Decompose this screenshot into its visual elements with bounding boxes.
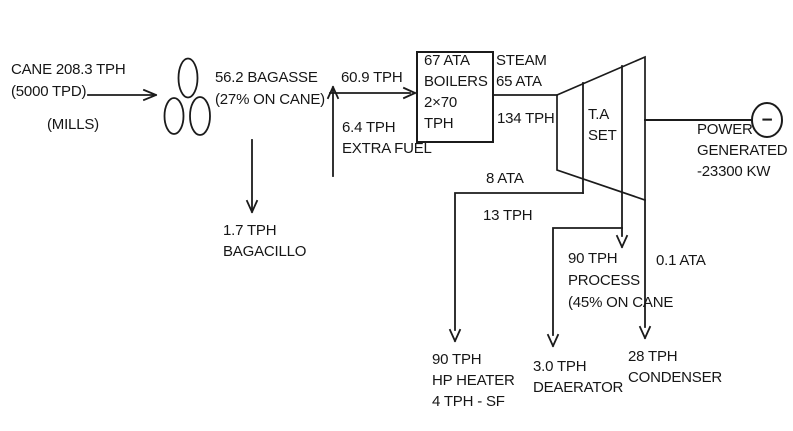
cane-arrow	[87, 88, 158, 102]
extra-fuel-label-line1: 6.4 TPH	[342, 119, 396, 136]
bagacillo-label-line2: BAGACILLO	[223, 243, 307, 260]
steam-label-line1: STEAM	[496, 52, 547, 69]
process-label-line3: (45% ON CANE	[568, 294, 674, 311]
power-label-line2: GENERATED	[697, 142, 788, 159]
deaerator-label-line1: 3.0 TPH	[533, 358, 587, 375]
boiler-label-line2: BOILERS	[424, 73, 488, 90]
bagasse-label-line1: 56.2 BAGASSE	[215, 69, 318, 86]
turbine-label-line2: SET	[588, 127, 617, 144]
process-label-line1: 90 TPH	[568, 250, 618, 267]
boiler-label: 67 ATA BOILERS 2×70 TPH	[424, 50, 488, 134]
steam-flow-label: 134 TPH	[497, 110, 555, 127]
hp-heater-label-line2: HP HEATER	[432, 372, 515, 389]
condenser-label-line1: 28 TPH	[628, 348, 678, 365]
hp-heater-label: 90 TPH HP HEATER 4 TPH - SF	[432, 349, 515, 412]
condenser-label: 28 TPH CONDENSER	[628, 346, 722, 388]
cane-label-line1: CANE 208.3 TPH	[11, 61, 126, 78]
condenser-label-line2: CONDENSER	[628, 369, 723, 386]
power-label-line3: -23300 KW	[697, 163, 771, 180]
bagasse-label: 56.2 BAGASSE (27% ON CANE)	[215, 67, 325, 111]
boiler-box	[416, 51, 494, 143]
mills-icon	[163, 57, 211, 136]
bagasse-flow-label: 60.9 TPH	[341, 69, 403, 86]
process-label-line2: PROCESS	[568, 272, 640, 289]
steam-label: STEAM 65 ATA	[496, 50, 547, 92]
cane-label: CANE 208.3 TPH (5000 TPD)	[11, 59, 126, 103]
deaerator-line	[546, 227, 623, 348]
process-arrow	[615, 234, 629, 249]
process-label: 90 TPH PROCESS (45% ON CANE	[568, 248, 673, 314]
boiler-label-line3: 2×70	[424, 94, 457, 111]
hp-heater-label-line1: 90 TPH	[432, 351, 482, 368]
turbine-shape	[556, 55, 646, 237]
bagasse-to-boiler-arrow	[329, 86, 417, 100]
hp-heater-line	[448, 192, 584, 343]
deaerator-label-line2: DEAERATOR	[533, 379, 624, 396]
boiler-label-line4: TPH	[424, 115, 454, 132]
extraction-pressure-label: 8 ATA	[486, 170, 524, 187]
extra-fuel-arrow	[326, 85, 340, 177]
turbine-label: T.A SET	[588, 104, 617, 146]
bagacillo-label-line1: 1.7 TPH	[223, 222, 277, 239]
bagacillo-label: 1.7 TPH BAGACILLO	[223, 220, 306, 262]
generator-icon: −	[751, 102, 783, 138]
power-generated-label: POWER GENERATED -23300 KW	[697, 119, 788, 182]
hp-heater-label-line3: 4 TPH - SF	[432, 393, 505, 410]
turbine-label-line1: T.A	[588, 106, 610, 123]
bagasse-label-line2: (27% ON CANE)	[215, 91, 325, 108]
deaerator-label: 3.0 TPH DEAERATOR	[533, 356, 623, 398]
extra-fuel-label: 6.4 TPH EXTRA FUEL	[342, 117, 432, 159]
cane-label-line2: (5000 TPD)	[11, 83, 87, 100]
mills-label: (MILLS)	[47, 116, 99, 133]
steam-label-line2: 65 ATA	[496, 73, 542, 90]
extraction-flow-label: 13 TPH	[483, 207, 533, 224]
condenser-vacuum-label: 0.1 ATA	[656, 252, 706, 269]
condenser-line	[638, 199, 652, 340]
boiler-label-line1: 67 ATA	[424, 52, 470, 69]
generator-minus-symbol: −	[761, 110, 772, 131]
extra-fuel-label-line2: EXTRA FUEL	[342, 140, 432, 157]
bagacillo-arrow	[245, 139, 259, 214]
power-label-line1: POWER	[697, 121, 753, 138]
